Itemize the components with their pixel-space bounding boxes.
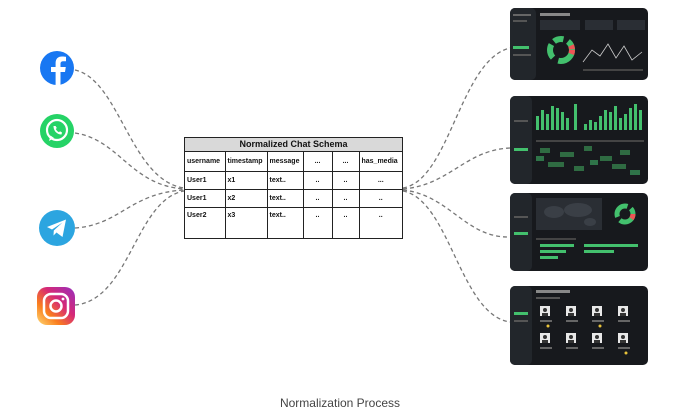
column-header: has_media (359, 152, 402, 172)
connector-dashboard-4 (402, 190, 511, 323)
normalized-schema-table: Normalized Chat Schema username timestam… (184, 137, 403, 239)
schema-header-row: username timestamp message ... ... has_m… (185, 152, 402, 172)
dashboard-overview (510, 8, 648, 80)
cell: .. (332, 171, 360, 190)
facebook-icon (40, 51, 74, 85)
telegram-icon (39, 210, 75, 246)
connector-facebook (74, 69, 185, 189)
dashboard-users (510, 286, 648, 365)
column-header: ... (303, 152, 333, 172)
dashboard-activity (510, 96, 648, 184)
cell: User2 (185, 207, 226, 239)
connector-whatsapp (74, 132, 185, 190)
column-header: ... (332, 152, 360, 172)
column-header: username (185, 152, 226, 172)
cell: .. (303, 189, 333, 208)
connector-dashboard-1 (402, 47, 511, 189)
connector-dashboard-3 (402, 189, 511, 238)
cell: x1 (225, 171, 268, 190)
cell: text.. (267, 171, 304, 190)
cell: x3 (225, 207, 268, 239)
schema-title: Normalized Chat Schema (185, 138, 402, 152)
cell: text.. (267, 207, 304, 239)
instagram-icon (37, 287, 75, 325)
table-row: User1 x1 text.. .. .. ... (185, 171, 402, 190)
column-header: message (267, 152, 304, 172)
cell: x2 (225, 189, 268, 208)
cell: User1 (185, 189, 226, 208)
schema-grid: username timestamp message ... ... has_m… (185, 152, 402, 239)
dashboard-geo (510, 193, 648, 271)
table-row: User1 x2 text.. .. .. .. (185, 189, 402, 208)
cell: .. (332, 207, 360, 239)
cell: .. (332, 189, 360, 208)
cell: .. (303, 207, 333, 239)
cell: text.. (267, 189, 304, 208)
cell: User1 (185, 171, 226, 190)
column-header: timestamp (225, 152, 268, 172)
diagram-caption: Normalization Process (279, 396, 401, 410)
table-row: User2 x3 text.. .. .. .. (185, 207, 402, 239)
connector-telegram (74, 189, 185, 229)
whatsapp-icon (40, 114, 74, 148)
cell: .. (303, 171, 333, 190)
connector-dashboard-2 (402, 147, 511, 190)
cell: .. (359, 189, 402, 208)
connector-instagram (74, 190, 185, 306)
cell: .. (378, 212, 383, 219)
cell: ... (359, 171, 402, 190)
